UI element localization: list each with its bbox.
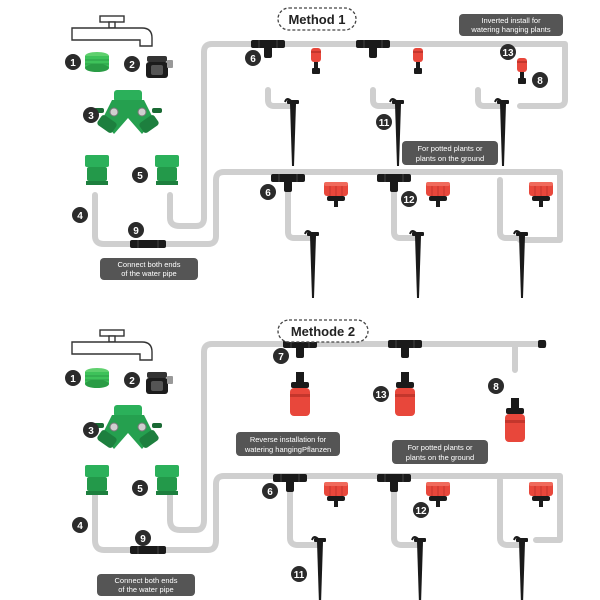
tee-joint-icon	[387, 339, 423, 359]
badge-7: 7	[278, 352, 284, 363]
mini-dripper-icon	[413, 48, 423, 74]
quick-connector-icon	[146, 372, 173, 394]
large-dripper-icon	[505, 398, 525, 442]
stake-icon	[304, 230, 320, 299]
hose-adapter-icon	[84, 367, 110, 389]
callout-potted-line1: For potted plants or	[417, 144, 483, 153]
callout-reverse-line1: Reverse installation for	[250, 435, 327, 444]
badge-1: 1	[70, 374, 76, 385]
badge-8: 8	[493, 382, 499, 393]
hose-connector-right-icon	[155, 465, 179, 495]
flag-dripper-icon	[323, 481, 349, 508]
y-splitter-icon	[93, 89, 163, 135]
quick-connector-icon	[146, 56, 173, 78]
callout-potted-line1: For potted plants or	[407, 443, 473, 452]
callout-inverted-line2: watering hanging plants	[470, 25, 550, 34]
method-2-section: Methode 2 Reverse installation for water…	[65, 319, 563, 600]
flag-dripper-icon	[528, 481, 554, 508]
straight-connector-icon	[129, 239, 167, 249]
callout-connect-line2: of the water pipe	[118, 585, 173, 594]
faucet-icon	[71, 329, 153, 361]
stake-icon	[389, 98, 405, 167]
tee-joint-icon	[376, 173, 412, 193]
hose-adapter-icon	[84, 51, 110, 73]
flag-dripper-icon	[323, 181, 349, 208]
badge-5: 5	[137, 171, 143, 182]
badge-2: 2	[129, 376, 135, 387]
badge-13: 13	[375, 390, 387, 401]
callout-potted-line2: plants on the ground	[416, 154, 484, 163]
tee-joint-icon	[355, 39, 391, 59]
hose-connector-left-icon	[85, 465, 109, 495]
callout-inverted-line1: Inverted install for	[481, 16, 541, 25]
large-dripper-icon	[395, 372, 415, 416]
end-plug-icon	[538, 340, 546, 348]
badge-13: 13	[502, 48, 514, 59]
badge-8: 8	[537, 76, 543, 87]
tee-joint-icon	[376, 473, 412, 493]
badge-11: 11	[294, 570, 305, 581]
badge-11: 11	[379, 118, 390, 129]
badge-12: 12	[415, 506, 427, 517]
tee-joint-icon	[270, 173, 306, 193]
badge-12: 12	[403, 195, 415, 206]
badge-5: 5	[137, 484, 143, 495]
stake-icon	[409, 230, 425, 299]
badge-6: 6	[250, 54, 256, 65]
method-1-section: Method 1 Inverted install for watering h…	[65, 7, 568, 299]
callout-connect-line2: of the water pipe	[121, 269, 176, 278]
badge-4: 4	[77, 521, 83, 532]
stake-icon	[284, 98, 300, 167]
tee-joint-icon	[272, 473, 308, 493]
callout-connect-line1: Connect both ends	[115, 576, 178, 585]
faucet-icon	[71, 15, 153, 47]
badge-4: 4	[77, 211, 83, 222]
y-splitter-icon	[93, 404, 163, 450]
badge-2: 2	[129, 60, 135, 71]
badge-6b: 6	[265, 188, 271, 199]
pipe-network-1	[92, 41, 568, 247]
method-2-title: Methode 2	[291, 324, 355, 339]
pipe-network-2	[92, 341, 563, 553]
badge-9: 9	[140, 534, 146, 545]
flag-dripper-icon	[425, 481, 451, 508]
straight-connector-icon	[129, 545, 167, 555]
badge-3: 3	[88, 111, 94, 122]
badge-3: 3	[88, 426, 94, 437]
hose-connector-left-icon	[85, 155, 109, 185]
callout-reverse-line2: watering hangingPflanzen	[244, 445, 331, 454]
mini-dripper-icon	[311, 48, 321, 74]
flag-dripper-icon	[425, 181, 451, 208]
hose-connector-right-icon	[155, 155, 179, 185]
badge-9: 9	[133, 226, 139, 237]
badge-1: 1	[70, 58, 76, 69]
flag-dripper-icon	[528, 181, 554, 208]
badge-6: 6	[267, 487, 273, 498]
large-dripper-icon	[290, 372, 310, 416]
mini-dripper-icon	[517, 58, 527, 84]
callout-connect-line1: Connect both ends	[118, 260, 181, 269]
callout-potted-line2: plants on the ground	[406, 453, 474, 462]
method-1-title: Method 1	[288, 12, 345, 27]
